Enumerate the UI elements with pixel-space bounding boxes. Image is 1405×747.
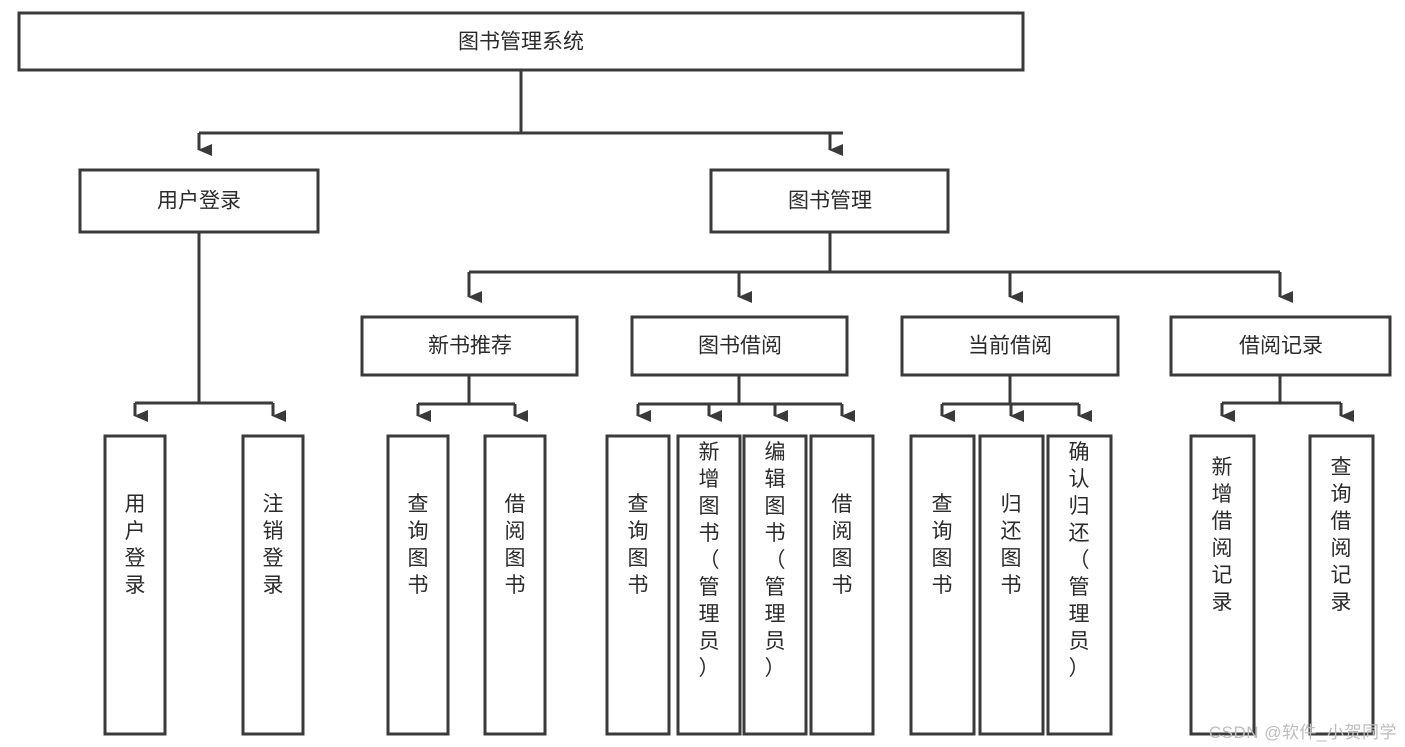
leaf-node-query-book-borrow[interactable]: 查询图书 — [605, 434, 671, 736]
leaf-node-logout-label: 注销登录 — [263, 493, 284, 597]
leaf-node-query-book-borrow-box[interactable] — [605, 434, 671, 736]
leaf-node-query-book-borrow-label: 查询图书 — [628, 493, 649, 597]
leaf-node-add-book-admin[interactable]: 新增图书（管理员） — [676, 434, 742, 736]
leaf-node-borrow-book-newbook[interactable]: 借阅图书 — [483, 434, 547, 736]
node-borrow-record[interactable]: 借阅记录 — [1169, 315, 1392, 377]
node-user-login[interactable]: 用户登录 — [78, 168, 320, 234]
leaf-node-query-book-current[interactable]: 查询图书 — [909, 434, 976, 736]
node-book-management-box[interactable] — [709, 168, 950, 234]
leaf-node-return-book-box[interactable] — [978, 434, 1045, 736]
leaf-node-query-book-current-label: 查询图书 — [932, 493, 953, 597]
node-new-book-recommend[interactable]: 新书推荐 — [360, 315, 579, 377]
node-book-management[interactable]: 图书管理 — [709, 168, 950, 234]
leaf-node-logout[interactable]: 注销登录 — [241, 434, 305, 736]
leaf-node-query-book-newbook[interactable]: 查询图书 — [386, 434, 450, 736]
leaf-node-query-borrow-record[interactable]: 查询借阅记录 — [1308, 434, 1375, 736]
node-current-borrow[interactable]: 当前借阅 — [900, 315, 1120, 377]
leaf-node-user-login-label: 用户登录 — [125, 493, 146, 597]
node-new-book-recommend-box[interactable] — [360, 315, 579, 377]
leaf-node-add-borrow-record-label: 新增借阅记录 — [1212, 456, 1233, 614]
node-root-label: 图书管理系统 — [458, 31, 584, 54]
node-user-login-box[interactable] — [78, 168, 320, 234]
leaf-node-confirm-return-admin-label: 确认归还（管理员） — [1069, 441, 1090, 680]
node-root[interactable]: 图书管理系统 — [17, 11, 1025, 72]
leaf-node-borrow-book-newbook-label: 借阅图书 — [505, 493, 526, 597]
leaf-node-query-book-newbook-box[interactable] — [386, 434, 450, 736]
leaf-node-borrow-book[interactable]: 借阅图书 — [809, 434, 875, 736]
leaf-node-add-borrow-record-box[interactable] — [1189, 434, 1256, 736]
node-root-box[interactable] — [17, 11, 1025, 72]
node-new-book-recommend-label: 新书推荐 — [428, 335, 512, 358]
leaf-node-query-borrow-record-box[interactable] — [1308, 434, 1375, 736]
leaf-node-logout-box[interactable] — [241, 434, 305, 736]
node-book-borrow-box[interactable] — [630, 315, 849, 377]
leaf-nodes-layer: 用户登录 注销登录 查询图书 借阅图书 查询图书 新增图书（管理员） — [103, 434, 1375, 736]
leaf-node-query-borrow-record-label: 查询借阅记录 — [1331, 456, 1352, 614]
leaf-node-user-login-box[interactable] — [103, 434, 167, 736]
node-borrow-record-box[interactable] — [1169, 315, 1392, 377]
node-user-login-label: 用户登录 — [157, 190, 241, 213]
leaf-node-borrow-book-newbook-box[interactable] — [483, 434, 547, 736]
leaf-node-edit-book-admin-box[interactable] — [742, 434, 808, 736]
leaf-node-confirm-return-admin-box[interactable] — [1046, 434, 1113, 736]
watermark-label: CSDN @软件_小贺同学 — [1208, 723, 1397, 742]
leaf-node-return-book-label: 归还图书 — [1001, 493, 1022, 597]
leaf-node-query-book-newbook-label: 查询图书 — [408, 493, 429, 597]
leaf-node-add-book-admin-box[interactable] — [676, 434, 742, 736]
leaf-node-add-borrow-record[interactable]: 新增借阅记录 — [1189, 434, 1256, 736]
node-book-borrow-label: 图书借阅 — [698, 335, 782, 358]
leaf-node-edit-book-admin-label: 编辑图书（管理员） — [765, 441, 786, 680]
leaf-node-return-book[interactable]: 归还图书 — [978, 434, 1045, 736]
node-book-borrow[interactable]: 图书借阅 — [630, 315, 849, 377]
node-current-borrow-box[interactable] — [900, 315, 1120, 377]
leaf-node-edit-book-admin[interactable]: 编辑图书（管理员） — [742, 434, 808, 736]
leaf-node-query-book-current-box[interactable] — [909, 434, 976, 736]
leaf-node-user-login[interactable]: 用户登录 — [103, 434, 167, 736]
leaf-node-borrow-book-box[interactable] — [809, 434, 875, 736]
connector-layer — [133, 70, 1354, 422]
leaf-node-add-book-admin-label: 新增图书（管理员） — [699, 441, 720, 680]
leaf-node-borrow-book-label: 借阅图书 — [832, 493, 853, 597]
leaf-node-confirm-return-admin[interactable]: 确认归还（管理员） — [1046, 434, 1113, 736]
node-borrow-record-label: 借阅记录 — [1239, 335, 1323, 358]
node-current-borrow-label: 当前借阅 — [968, 335, 1052, 358]
node-book-management-label: 图书管理 — [788, 190, 872, 213]
